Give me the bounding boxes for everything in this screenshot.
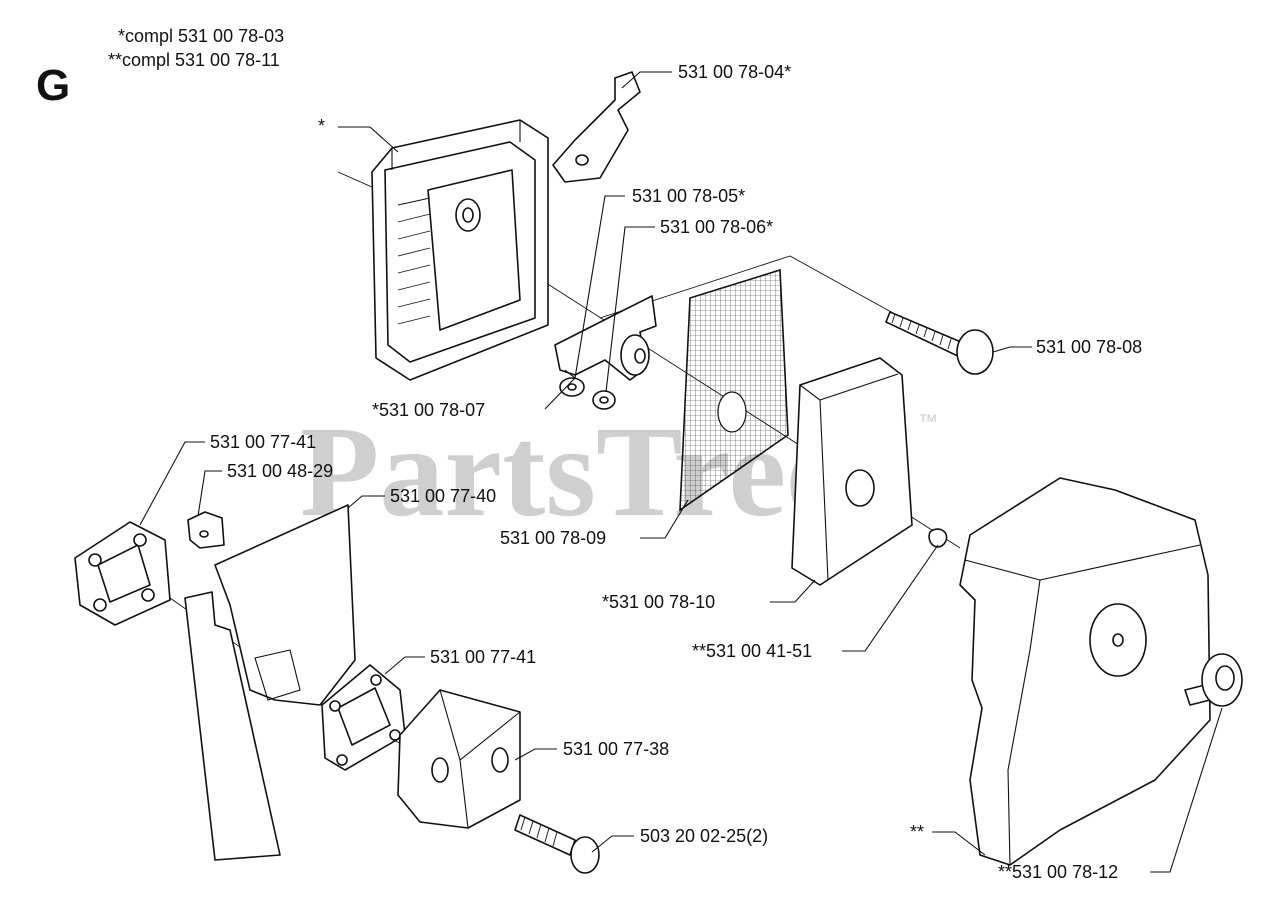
- bracket-top: [552, 71, 641, 183]
- intake-adapter: [397, 689, 521, 829]
- label-531-00-78-09: 531 00 78-09: [500, 528, 606, 548]
- label-531-00-77-41-top: 531 00 77-41: [210, 432, 316, 452]
- label-531-00-78-12: **531 00 78-12: [998, 862, 1118, 882]
- watermark-tm: ™: [918, 411, 938, 433]
- gasket-lower: [321, 664, 406, 771]
- label-531-00-78-05: 531 00 78-05*: [632, 186, 745, 206]
- label-531-00-77-40: 531 00 77-40: [390, 486, 496, 506]
- label-531-00-78-04: 531 00 78-04*: [678, 62, 791, 82]
- leader-lines: [139, 71, 1223, 873]
- gasket-left: [74, 521, 171, 626]
- filter-cover: [959, 477, 1211, 866]
- label-531-00-78-06: 531 00 78-06*: [660, 217, 773, 237]
- bracket-hole: [575, 154, 589, 166]
- heat-shield: [214, 504, 356, 706]
- insulator-clip: [187, 511, 225, 549]
- part-labels: 531 00 78-04* * 531 00 78-05* 531 00 78-…: [210, 62, 1142, 882]
- clip: [928, 528, 948, 548]
- header-note-1: *compl 531 00 78-03: [118, 26, 284, 46]
- section-letter: G: [36, 61, 70, 110]
- label-503-20-02-25: 503 20 02-25(2): [640, 826, 768, 846]
- foam-filter: [791, 357, 913, 586]
- heat-shield-plate: [184, 591, 281, 861]
- screw-08: [885, 311, 969, 359]
- label-531-00-41-51: **531 00 41-51: [692, 641, 812, 661]
- label-531-00-48-29: 531 00 48-29: [227, 461, 333, 481]
- bolt: [514, 814, 576, 856]
- label-531-00-77-41-lower: 531 00 77-41: [430, 647, 536, 667]
- label-star: *: [318, 116, 325, 136]
- label-double-star: **: [910, 822, 924, 842]
- header-note-2: **compl 531 00 78-11: [108, 50, 280, 70]
- air-filter-housing: [371, 119, 549, 381]
- label-531-00-77-38: 531 00 77-38: [563, 739, 669, 759]
- label-531-00-78-10: *531 00 78-10: [602, 592, 715, 612]
- label-531-00-78-08: 531 00 78-08: [1036, 337, 1142, 357]
- mesh-filter: [679, 268, 789, 512]
- label-531-00-78-07: *531 00 78-07: [372, 400, 485, 420]
